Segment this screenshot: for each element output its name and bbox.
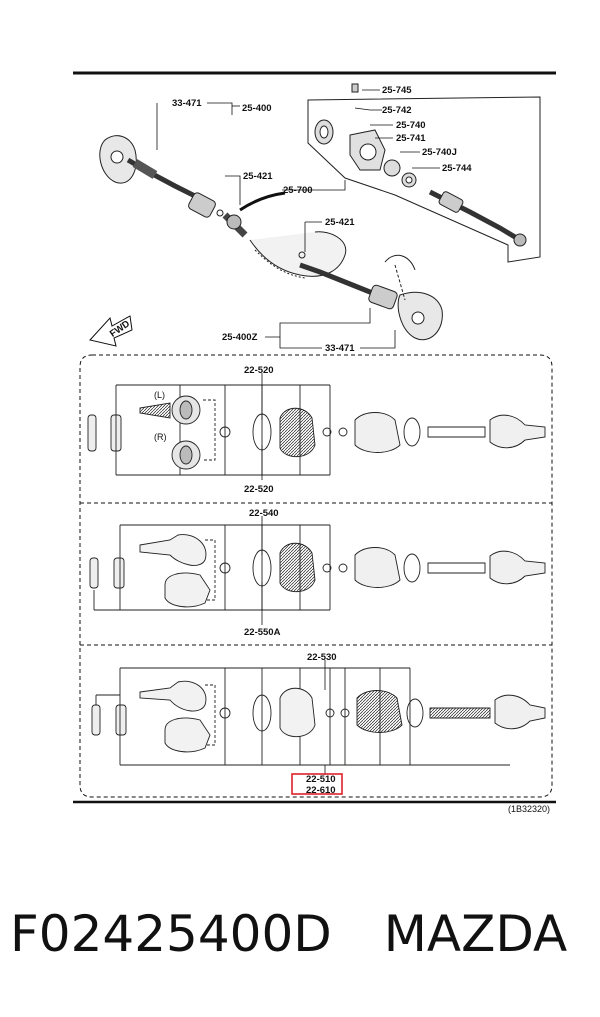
callout-25-742: 25-742: [382, 105, 412, 116]
section-3-bottom-label-1: 22-510: [306, 774, 336, 785]
reference-code: (1B32320): [508, 804, 550, 814]
callout-25-400: 25-400: [242, 103, 272, 114]
brand-name: MAZDA: [383, 905, 568, 963]
section-3-bottom-label-2: 22-610: [306, 785, 336, 796]
callout-25-744: 25-744: [442, 163, 472, 174]
section-2-bottom-label: 22-550A: [244, 627, 281, 638]
callout-25-740J: 25-740J: [422, 147, 457, 158]
section-1-parts: [87, 384, 546, 476]
section-3-top-label: 22-530: [307, 652, 337, 663]
upper-assembly: [89, 83, 541, 347]
callout-25-421-a: 25-421: [243, 171, 273, 182]
section-1-top-label: 22-520: [244, 365, 274, 376]
section-1-bottom-label: 22-520: [244, 484, 274, 495]
callout-25-741: 25-741: [396, 133, 426, 144]
callout-25-740: 25-740: [396, 120, 426, 131]
footer-caption: F02425400D MAZDA: [10, 905, 595, 975]
callout-25-400Z: 25-400Z: [222, 332, 258, 343]
callout-25-421-b: 25-421: [325, 217, 355, 228]
callout-33-471-bottom: 33-471: [325, 343, 355, 354]
parts-diagram: 33-471 25-400 25-745 25-742 25-740 25-74…: [73, 71, 556, 814]
section-2-parts: [89, 524, 546, 611]
upper-leader-lines: [156, 89, 440, 349]
callout-25-745: 25-745: [382, 85, 412, 96]
section-1-left-label: (L): [154, 390, 165, 400]
part-number: F02425400D: [10, 905, 332, 963]
highlight-box: [291, 773, 343, 795]
section-3-parts: [91, 667, 546, 766]
section-2-top-label: 22-540: [249, 508, 279, 519]
callout-33-471-top: 33-471: [172, 98, 202, 109]
section-1-right-label: (R): [154, 432, 167, 442]
callout-25-700: 25-700: [283, 185, 313, 196]
sections-frame: [79, 354, 553, 798]
